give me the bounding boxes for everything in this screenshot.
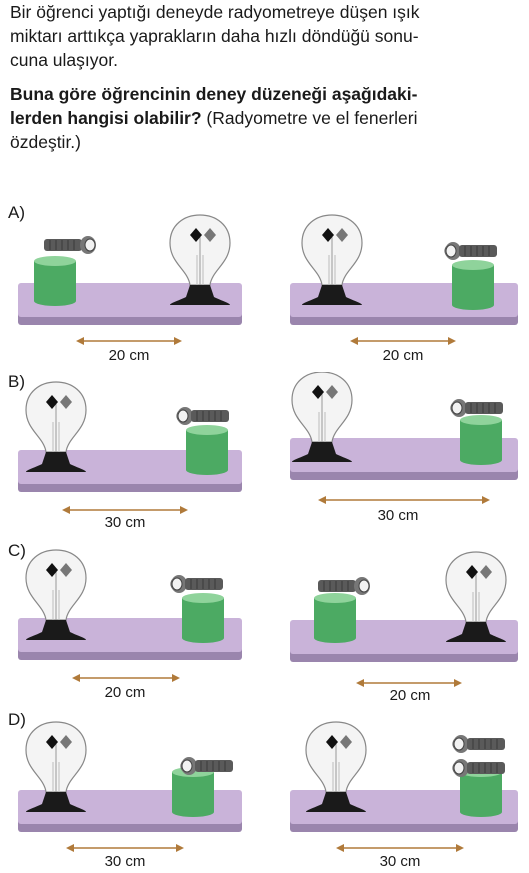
stand-left [34,256,76,306]
question-note-1: (Radyometre ve el fenerleri [201,108,418,128]
radiometer-icon [169,214,231,305]
radiometer-icon [291,372,353,462]
radiometer-icon [25,721,87,812]
radiometer-icon [305,721,367,812]
question-text: Bir öğrenci yaptığı deneyde radyometreye… [10,0,522,154]
option-c-label[interactable]: C) [8,541,26,560]
distance-label: 20 cm [383,347,424,364]
question-ask-2: lerden hangisi olabilir? [10,108,202,128]
stand-right [452,260,494,310]
option-a-figure: 20 cm 20 cm [18,214,518,364]
distance-label: 30 cm [380,853,421,870]
distance-label: 30 cm [105,853,146,870]
radiometer-icon [25,381,87,472]
flashlight-icon [180,757,233,775]
stand-right [314,593,356,643]
option-a-label[interactable]: A) [8,203,25,222]
flashlight-icon [444,242,497,260]
flashlight-icon [452,735,505,753]
option-d-label[interactable]: D) [8,710,26,729]
question-lead-3: cuna ulaşıyor. [10,50,118,70]
question-lead-2: miktarı arttıkça yaprakların daha hızlı … [10,26,419,46]
stand-left [186,425,228,475]
question-note-2: özdeştir.) [10,132,81,152]
flashlight-icon [318,577,370,595]
option-b-figure: 30 cm 30 cm [18,372,518,531]
flashlight-icon [450,399,503,417]
radiometer-icon [445,551,507,642]
flashlight-icon [176,407,229,425]
distance-label: 20 cm [390,687,431,704]
stand-right [460,415,502,465]
flashlight-icon [170,575,223,593]
distance-label: 20 cm [105,684,146,701]
option-c-figure: 20 cm 20 cm [18,549,518,704]
stand-left [182,593,224,643]
option-b-label[interactable]: B) [8,372,25,391]
question-lead-1: Bir öğrenci yaptığı deneyde radyometreye… [10,2,420,22]
question-ask-1: Buna göre öğrencinin deney düzeneği aşağ… [10,84,418,104]
option-d-figure: 30 cm 30 cm [18,721,518,870]
distance-label: 30 cm [105,514,146,531]
flashlight-icon [452,759,505,777]
distance-label: 20 cm [109,347,150,364]
flashlight-icon [44,236,96,254]
radiometer-icon [301,214,363,305]
distance-label: 30 cm [378,507,419,524]
stand-left [172,767,214,817]
radiometer-icon [25,549,87,640]
